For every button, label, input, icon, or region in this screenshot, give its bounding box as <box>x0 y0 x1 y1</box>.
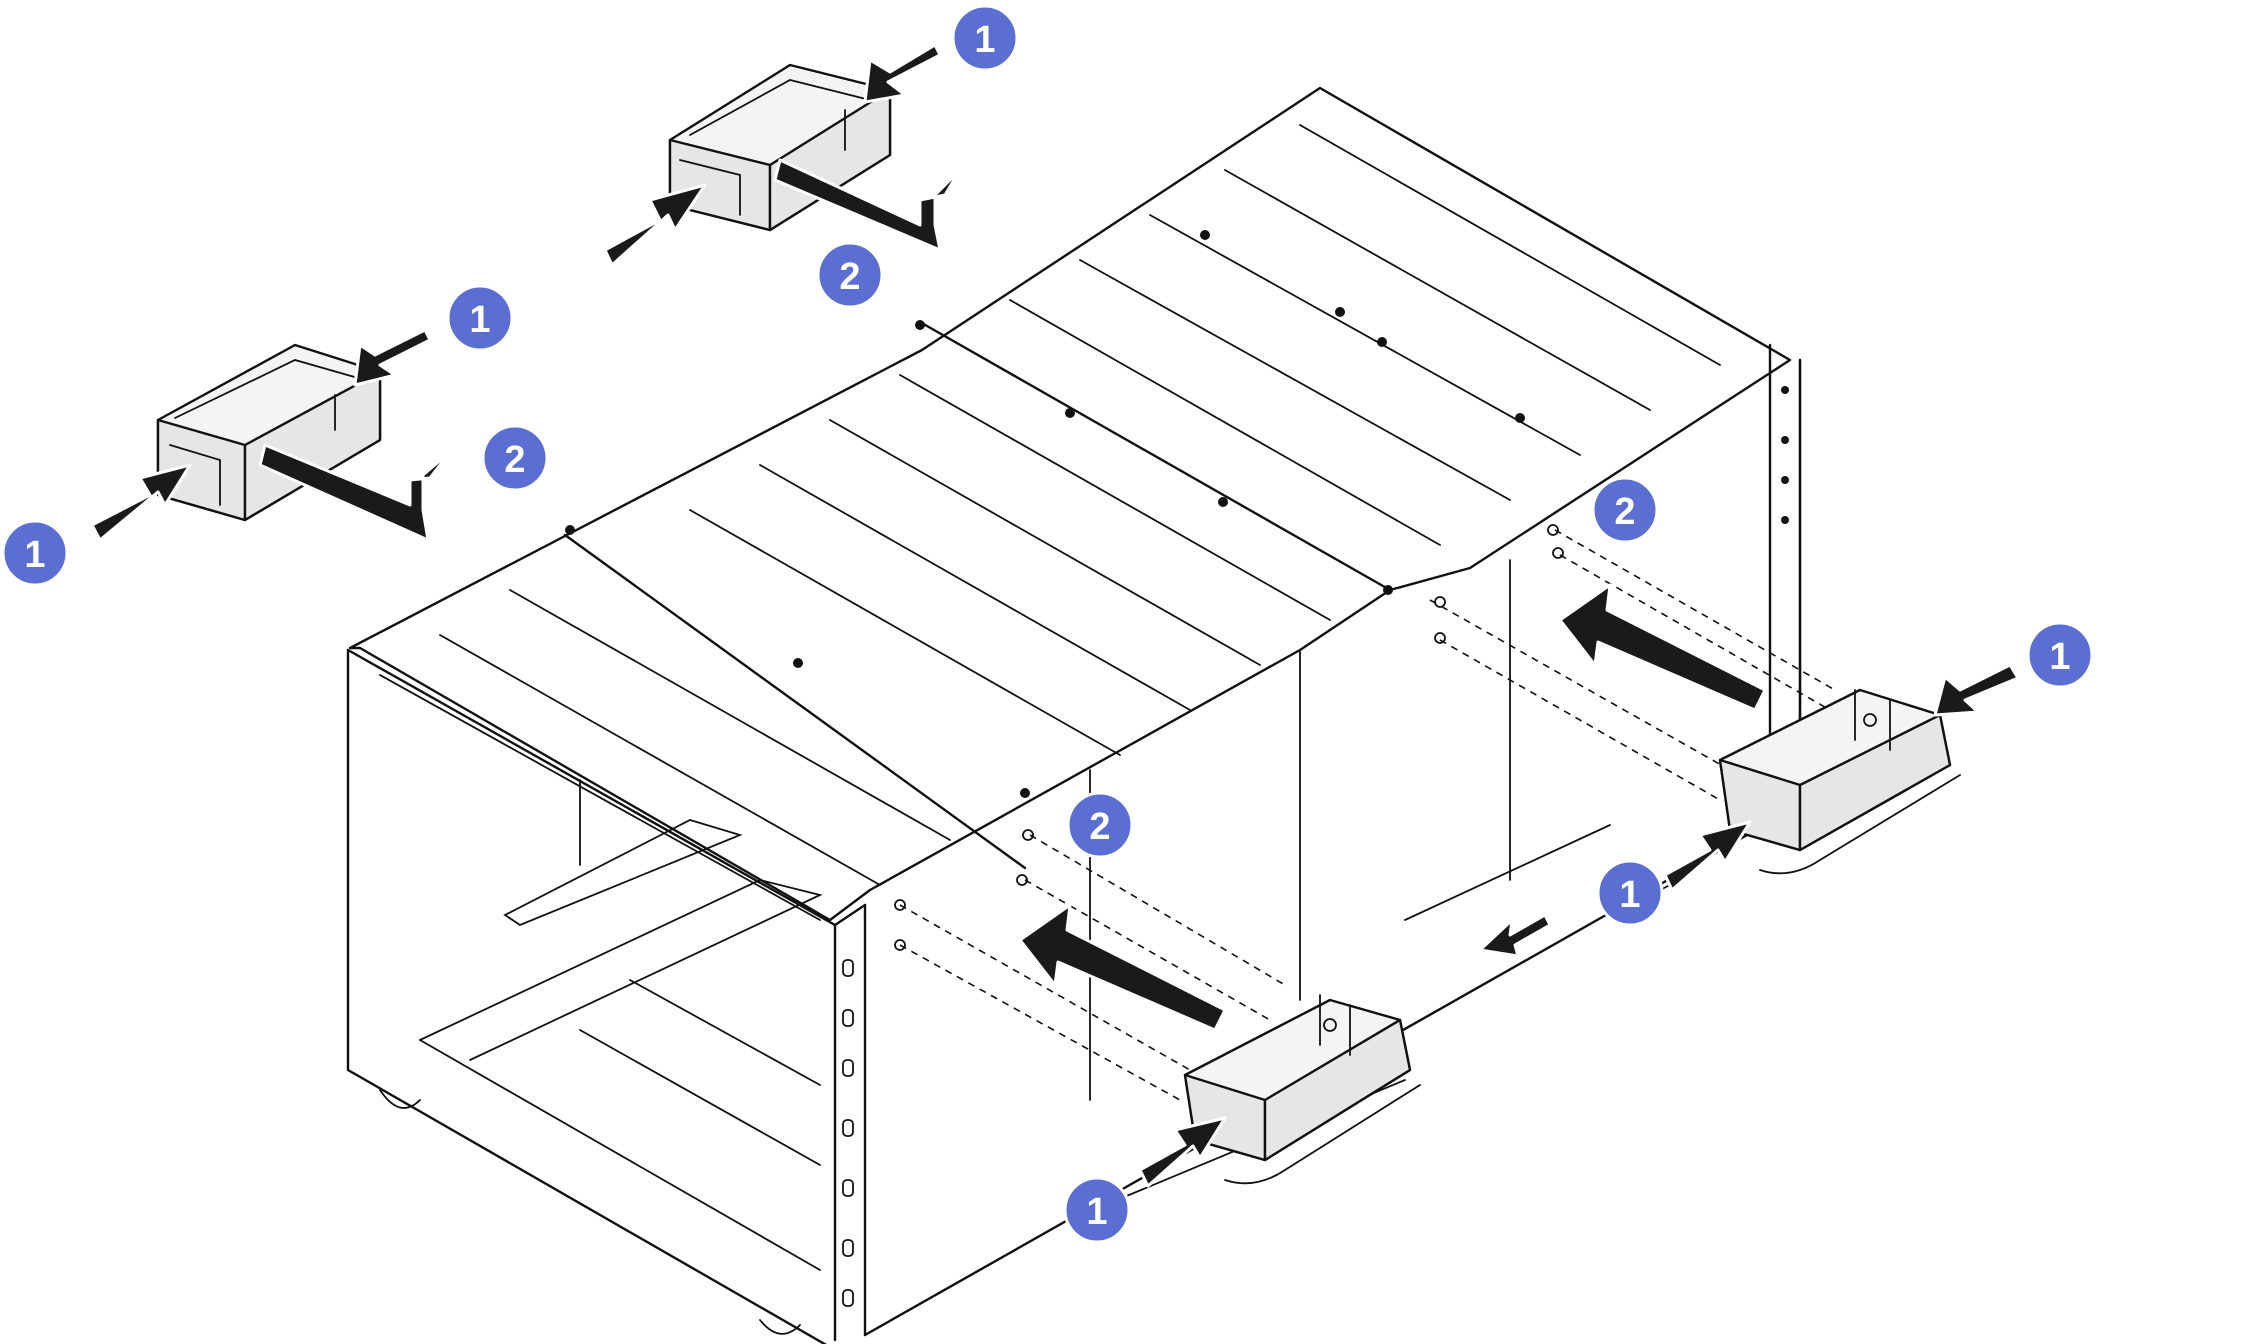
callout-right-rear-step-1-outer-badge <box>2026 621 2094 689</box>
callout-right-rear-step-2-badge <box>1591 476 1659 544</box>
callout-front-step-2-badge <box>1066 791 1134 859</box>
callout-right-rear-step-1-inner-label: 1 <box>1619 874 1640 916</box>
top-screws <box>565 230 1525 798</box>
chassis-top-panel <box>348 86 1792 922</box>
callout-left-bracket-step-2-badge <box>481 424 549 492</box>
callout-top-bracket-step-1-badge <box>951 4 1019 72</box>
chassis-side-panel <box>863 358 1802 1337</box>
arrow-top-press-left <box>603 183 707 267</box>
callout-right-rear-step-2: 2 <box>1591 476 1659 544</box>
alignment-lines-rear <box>1429 524 1836 801</box>
callout-left-bracket-step-1-lower-badge <box>1 519 69 587</box>
chassis-top-seam-2 <box>918 320 1392 592</box>
chassis-interior <box>503 779 743 927</box>
callout-right-rear-step-1-outer-label: 1 <box>2049 636 2070 678</box>
arrow-left-lift <box>258 443 452 542</box>
callout-top-bracket-step-1-label: 1 <box>974 19 995 61</box>
arrow-top-lift <box>773 158 962 252</box>
arrow-guide <box>1478 913 1552 958</box>
callout-left-bracket-step-1-upper: 1 <box>446 284 514 352</box>
arrow-top-press-right <box>863 43 942 104</box>
callout-right-rear-step-1-inner-badge <box>1596 859 1664 927</box>
callout-left-bracket-step-2-label: 2 <box>504 439 525 481</box>
arrow-left-press-right <box>353 328 432 387</box>
chassis <box>346 86 1802 1344</box>
callout-right-rear-step-1-outer: 1 <box>2026 621 2094 689</box>
arrow-front-slide <box>1018 903 1227 1032</box>
arrow-rear-press-in <box>1933 663 2020 717</box>
callout-right-rear-step-2-label: 2 <box>1614 491 1635 533</box>
callout-left-bracket-step-1-lower-label: 1 <box>24 534 45 576</box>
callout-top-bracket-step-2: 2 <box>816 241 884 309</box>
arrow-rear-slide <box>1558 583 1767 712</box>
bracket-left-detached <box>156 343 382 522</box>
arrow-rear-press-out <box>1663 820 1752 892</box>
chassis-top-seam <box>563 533 1027 870</box>
top-ribs <box>379 124 1721 921</box>
callout-front-step-2: 2 <box>1066 791 1134 859</box>
callout-front-step-1: 1 <box>1063 1176 1131 1244</box>
alignment-lines-front <box>894 829 1286 1101</box>
front-rack-ear <box>842 959 854 1307</box>
callout-left-bracket-step-1-upper-badge <box>446 284 514 352</box>
callout-left-bracket-step-2: 2 <box>481 424 549 492</box>
callout-top-bracket-step-2-badge <box>816 241 884 309</box>
chassis-front-face <box>346 648 827 1344</box>
callout-front-step-1-label: 1 <box>1086 1191 1107 1233</box>
callout-front-step-2-label: 2 <box>1089 806 1110 848</box>
callout-front-step-1-badge <box>1063 1176 1131 1244</box>
arrow-left-press-left <box>90 463 192 542</box>
callout-top-bracket-step-1: 1 <box>951 4 1019 72</box>
callout-top-bracket-step-2-label: 2 <box>839 256 860 298</box>
arrow-front-press-in <box>1138 1116 1227 1188</box>
callout-right-rear-step-1-inner: 1 <box>1596 859 1664 927</box>
bracket-rear-installed <box>1718 688 1961 875</box>
callout-left-bracket-step-1-upper-label: 1 <box>469 299 490 341</box>
callout-left-bracket-step-1-lower: 1 <box>1 519 69 587</box>
